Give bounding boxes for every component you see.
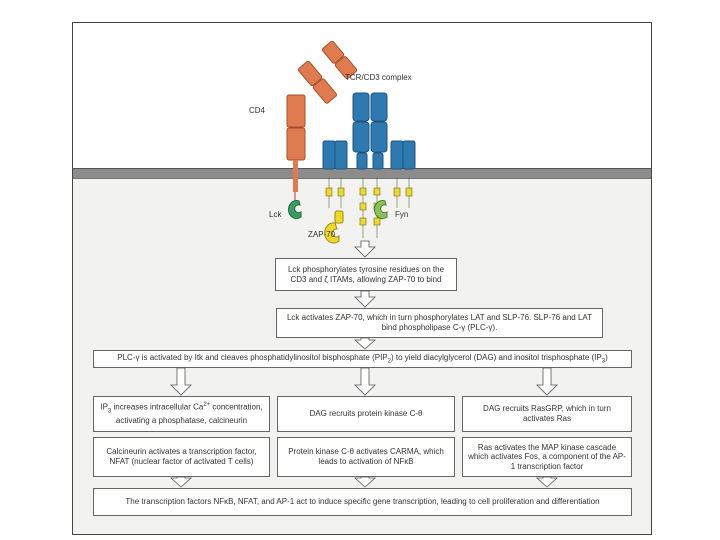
branch-dag-pkc: DAG recruits protein kinase C-θ [277, 396, 455, 432]
step-transcription-text: The transcription factors NFκB, NFAT, an… [125, 497, 600, 507]
tcr-cd3-label: TCR/CD3 complex [345, 73, 412, 82]
branch-dag-rasgrp: DAG recruits RasGRP, which in turn activ… [462, 396, 632, 432]
branch-dag-pkc-text: DAG recruits protein kinase C-θ [309, 409, 423, 419]
cd4-label: CD4 [249, 106, 266, 115]
receptor-molecules [286, 40, 416, 244]
step-transcription: The transcription factors NFκB, NFAT, an… [93, 488, 632, 516]
step-plc-activation: PLC-γ is activated by Itk and cleaves ph… [93, 350, 632, 368]
branch-ip3-calcium: IP3 increases intracellular Ca2+ concent… [93, 396, 270, 432]
cd4-molecule [286, 40, 358, 201]
fyn-kinase [374, 200, 388, 220]
branch-ras-map: Ras activates the MAP kinase cascade whi… [462, 437, 632, 477]
fyn-label: Fyn [395, 210, 409, 219]
branch-pkc-carma-text: Protein kinase C-θ activates CARMA, whic… [288, 447, 444, 466]
step-lck-phosphorylation-text: Lck phosphorylates tyrosine residues on … [287, 264, 445, 284]
tcr-cd3-complex [322, 92, 416, 170]
zap70-label: ZAP-70 [308, 230, 336, 239]
step-plc-activation-text: PLC-γ is activated by Itk and cleaves ph… [117, 352, 608, 365]
itam-tails [325, 177, 413, 238]
branch-dag-rasgrp-text: DAG recruits RasGRP, which in turn activ… [483, 404, 611, 423]
branch-ras-map-text: Ras activates the MAP kinase cascade whi… [468, 442, 626, 471]
step-lck-phosphorylation: Lck phosphorylates tyrosine residues on … [275, 258, 457, 291]
lck-kinase [288, 200, 302, 220]
branch-calcineurin-nfat-text: Calcineurin activates a transcription fa… [106, 447, 257, 466]
tcr-signaling-diagram: CD4 TCR/CD3 complex Lck ZAP-70 Fyn Lck p… [72, 22, 652, 535]
step-zap70-activation: Lck activates ZAP-70, which in turn phos… [276, 308, 603, 338]
branch-ip3-calcium-text: IP3 increases intracellular Ca2+ concent… [100, 402, 263, 425]
step-zap70-activation-text: Lck activates ZAP-70, which in turn phos… [286, 313, 593, 332]
lck-label: Lck [269, 210, 282, 219]
branch-pkc-carma: Protein kinase C-θ activates CARMA, whic… [277, 437, 455, 477]
zap70-kinase [324, 210, 344, 244]
branch-calcineurin-nfat: Calcineurin activates a transcription fa… [93, 437, 270, 477]
